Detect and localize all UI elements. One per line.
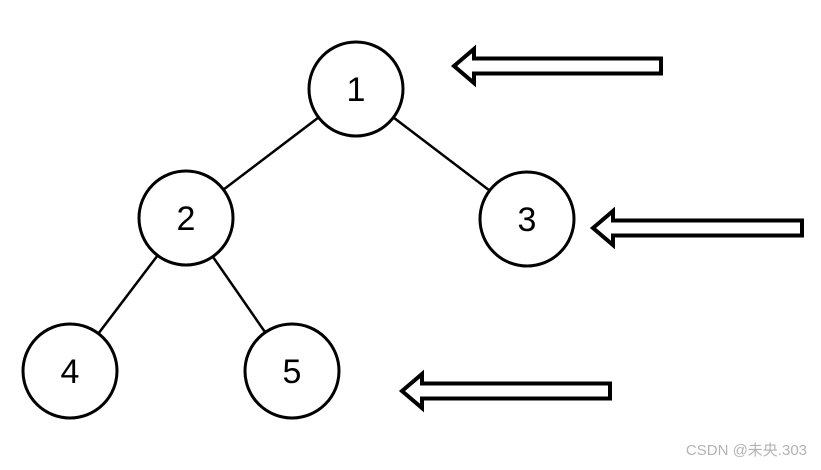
tree-node-4-circle — [21, 322, 119, 420]
tree-node-1: 1 — [307, 40, 405, 138]
tree-node-2-label: 2 — [177, 200, 196, 238]
tree-node-5: 5 — [243, 322, 341, 420]
left-arrow-icon-level-1 — [450, 44, 663, 88]
tree-node-4: 4 — [21, 322, 119, 420]
tree-node-5-circle — [243, 322, 341, 420]
tree-node-1-label: 1 — [347, 71, 366, 109]
tree-node-1-circle — [307, 40, 405, 138]
tree-node-3-label: 3 — [518, 201, 537, 239]
left-arrow-icon-level-2 — [589, 206, 804, 250]
tree-node-2: 2 — [137, 169, 235, 267]
tree-node-5-label: 5 — [283, 353, 302, 391]
tree-node-3: 3 — [478, 170, 576, 268]
tree-node-2-circle — [137, 169, 235, 267]
left-arrow-icon-level-3 — [398, 369, 612, 413]
tree-node-4-label: 4 — [61, 353, 80, 391]
tree-node-3-circle — [478, 170, 576, 268]
watermark-text: CSDN @未央.303 — [686, 442, 807, 459]
